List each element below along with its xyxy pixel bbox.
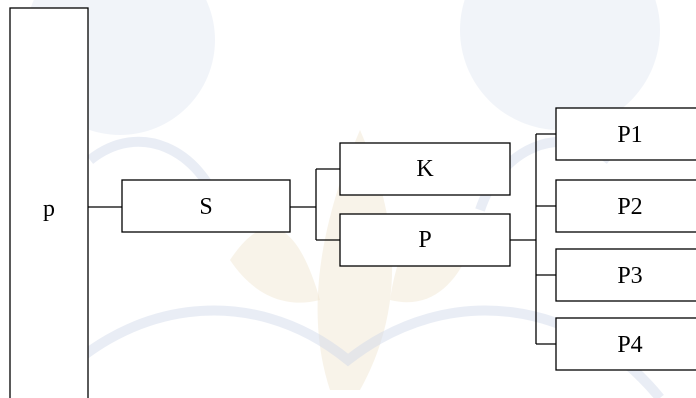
node-p4-label: P4 [617, 332, 642, 358]
node-p3-box [555, 248, 696, 302]
node-p2: P2 [555, 179, 696, 233]
node-p3-label: P3 [617, 263, 642, 289]
node-p4-box [555, 317, 696, 371]
node-p4: P4 [555, 317, 696, 371]
node-p: P [339, 213, 511, 267]
node-k-label: K [416, 156, 434, 182]
connectors [88, 133, 556, 345]
node-p2-label: P2 [617, 194, 642, 220]
node-p2-box [555, 179, 696, 233]
node-root-box [9, 7, 89, 398]
node-s-box [121, 179, 291, 233]
node-p-label: P [418, 227, 431, 253]
node-p1-box [555, 107, 696, 161]
node-s-label: S [199, 194, 212, 220]
node-p1: P1 [555, 107, 696, 161]
node-k: K [339, 142, 511, 196]
node-k-box [339, 142, 511, 196]
node-root-label: p [43, 196, 55, 222]
node-p1-label: P1 [617, 122, 642, 148]
node-s: S [121, 179, 291, 233]
node-p-box [339, 213, 511, 267]
node-p3: P3 [555, 248, 696, 302]
node-root: p [9, 7, 89, 398]
